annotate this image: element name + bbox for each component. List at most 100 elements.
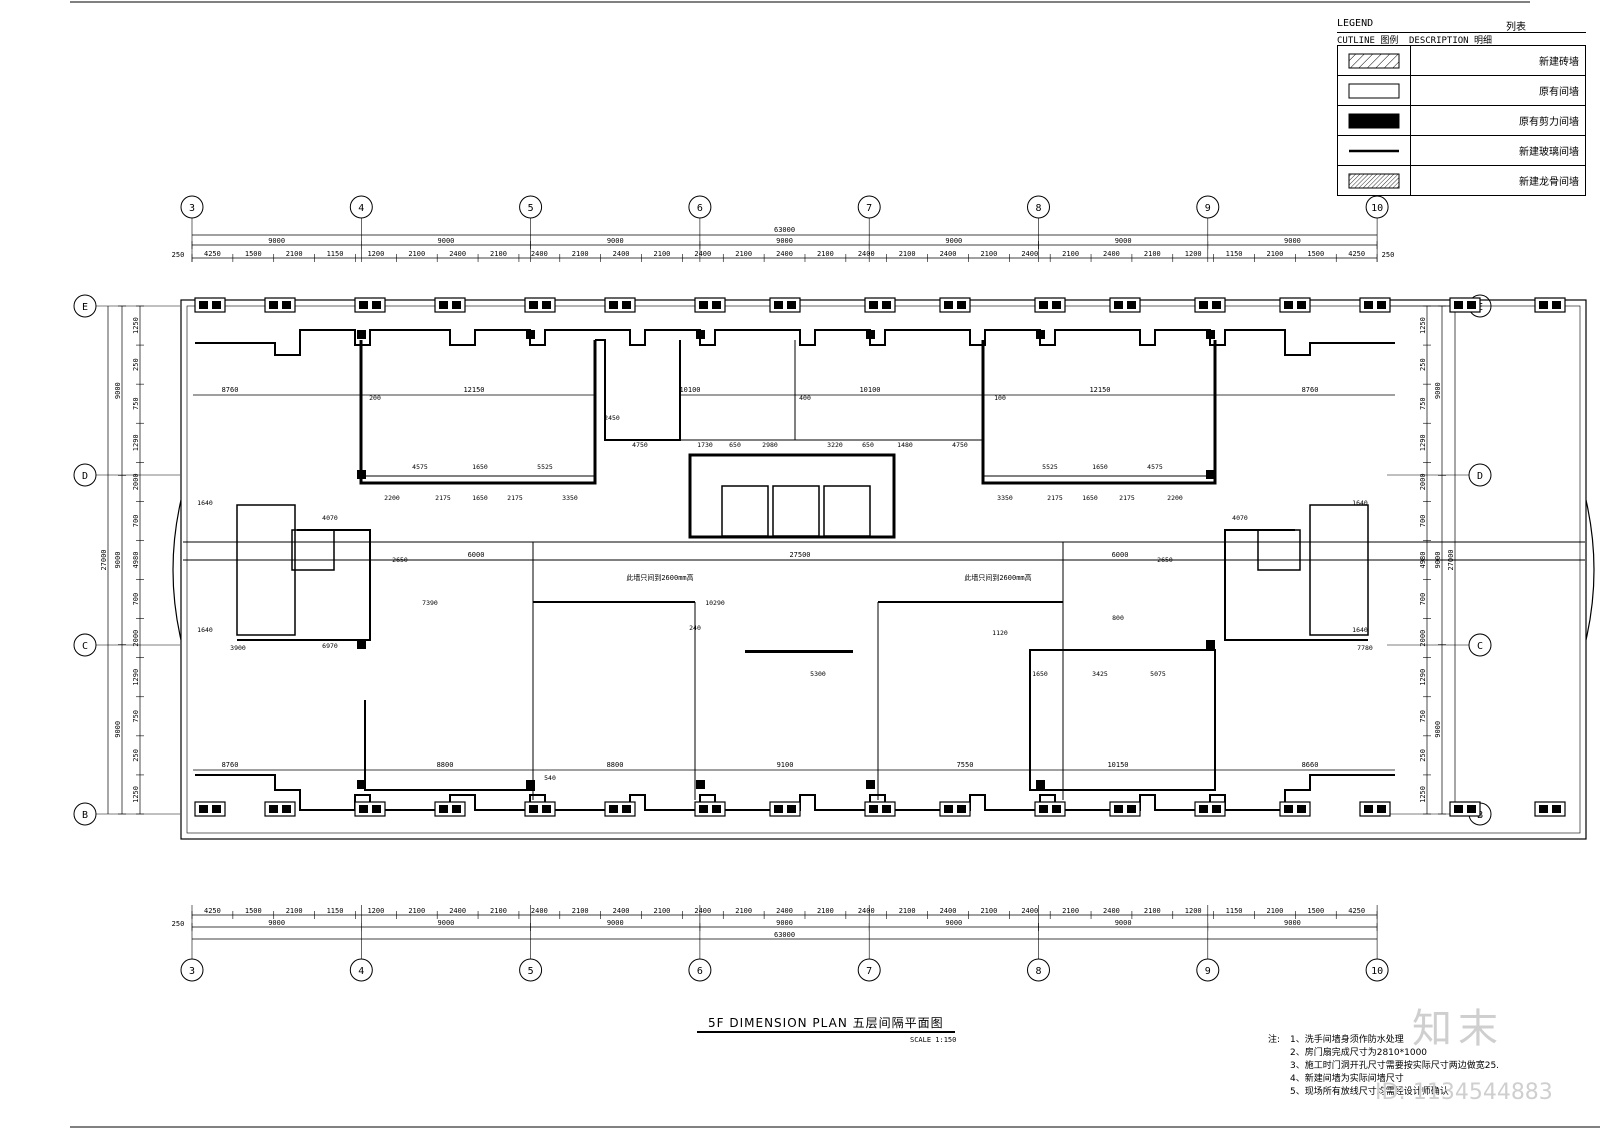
dim-detail-text: 1500 <box>1307 907 1324 915</box>
dim-detail-text: 2100 <box>817 250 834 258</box>
dim-detail-text: 2100 <box>1062 250 1079 258</box>
room-width-label: 8760 <box>1302 386 1319 394</box>
dim-side-bay-text: 9000 <box>1434 382 1442 399</box>
dim-side-detail-text: 750 <box>132 397 140 410</box>
window-pane <box>869 805 878 813</box>
window-pane <box>1114 805 1123 813</box>
window-pane <box>1377 301 1386 309</box>
dimension-label: 4575 <box>1147 463 1163 471</box>
dim-detail-text: 2100 <box>899 907 916 915</box>
dim-side-detail-text: 750 <box>1419 710 1427 723</box>
window-pane <box>439 301 448 309</box>
dim-edge-text: 250 <box>172 251 185 259</box>
dim-detail-text: 1200 <box>1185 250 1202 258</box>
dim-side-detail-text: 700 <box>1419 593 1427 606</box>
dim-detail-text: 2100 <box>735 250 752 258</box>
shear-column <box>1206 640 1215 649</box>
window-pane <box>1297 805 1306 813</box>
shear-column <box>696 330 705 339</box>
grid-label: 8 <box>1035 966 1041 977</box>
legend-row-shear: 原有剪力间墙 <box>1338 106 1585 136</box>
dimension-label: 200 <box>369 394 381 402</box>
shear-column <box>526 780 535 789</box>
window-pane <box>1127 805 1136 813</box>
window-pane <box>882 301 891 309</box>
grid-label: 3 <box>189 203 195 214</box>
legend-heading: LEGEND <box>1337 18 1374 29</box>
room-width-label: 10100 <box>679 386 700 394</box>
dim-side-detail-text: 1250 <box>1419 786 1427 803</box>
note-line: 5、现场所有放线尺寸均需经设计师确认 <box>1290 1087 1449 1097</box>
dim-side-detail-text: 1290 <box>132 669 140 686</box>
dim-detail-text: 4250 <box>1348 250 1365 258</box>
grid-label: 5 <box>528 966 534 977</box>
dim-detail-text: 2400 <box>776 907 793 915</box>
window-pane <box>712 301 721 309</box>
dim-overall-text: 63000 <box>774 931 795 939</box>
grid-label: B <box>82 810 88 821</box>
drawing-scale: SCALE 1:150 <box>910 1036 957 1044</box>
dimension-label: 650 <box>862 441 874 449</box>
dimension-label: 2175 <box>507 494 523 502</box>
dimension-label: 1650 <box>1082 494 1098 502</box>
dim-side-detail-text: 1250 <box>132 786 140 803</box>
dimension-label: 400 <box>799 394 811 402</box>
room-width-label: 7550 <box>957 761 974 769</box>
dim-detail-text: 2400 <box>776 250 793 258</box>
window-pane <box>1377 805 1386 813</box>
dim-detail-text: 2100 <box>408 907 425 915</box>
dim-side-detail-text: 4980 <box>132 552 140 569</box>
window-pane <box>622 805 631 813</box>
note-line: 3、施工时门洞开孔尺寸需要按实际尺寸两边做宽25. <box>1290 1061 1500 1071</box>
window-pane <box>269 301 278 309</box>
dim-side-detail-text: 2000 <box>132 630 140 647</box>
room-width-label: 10150 <box>1107 761 1128 769</box>
window-pane <box>452 805 461 813</box>
dim-side-detail-text: 250 <box>132 358 140 371</box>
window-pane <box>957 301 966 309</box>
shear-column <box>357 640 366 649</box>
shear-column <box>526 330 535 339</box>
dim-detail-text: 2100 <box>654 907 671 915</box>
dim-detail-text: 1150 <box>1226 250 1243 258</box>
legend-label: 新建玻璃间墙 <box>1519 147 1579 158</box>
window-pane <box>1212 805 1221 813</box>
shear-column <box>866 780 875 789</box>
dim-detail-text: 2400 <box>940 907 957 915</box>
dim-side-detail-text: 2000 <box>132 473 140 490</box>
window-pane <box>787 805 796 813</box>
dim-side-detail-text: 700 <box>132 515 140 528</box>
dimension-label: 4070 <box>322 514 338 522</box>
window-pane <box>774 301 783 309</box>
dim-side-bay-text: 9000 <box>1434 721 1442 738</box>
dim-detail-text: 2100 <box>817 907 834 915</box>
wall-height-note: 此墙只间到2600mm高 <box>964 573 1031 582</box>
window-pane <box>1364 805 1373 813</box>
dim-detail-text: 2400 <box>531 250 548 258</box>
dimension-label: 1650 <box>472 494 488 502</box>
dimension-label: 1650 <box>472 463 488 471</box>
dim-detail-text: 2100 <box>654 250 671 258</box>
dim-detail-text: 2400 <box>858 250 875 258</box>
dim-detail-text: 2100 <box>490 250 507 258</box>
dim-side-detail-text: 1290 <box>1419 434 1427 451</box>
window-pane <box>269 805 278 813</box>
dim-side-detail-text: 1290 <box>132 434 140 451</box>
window-pane <box>1364 301 1373 309</box>
dim-bay-text: 9000 <box>268 237 285 245</box>
line-swatch-icon <box>1349 149 1399 152</box>
window-pane <box>1552 805 1561 813</box>
grid-label: 9 <box>1205 966 1211 977</box>
room-width-label: 8760 <box>222 761 239 769</box>
window-pane <box>199 805 208 813</box>
dim-detail-text: 2100 <box>572 907 589 915</box>
shear-column <box>1206 330 1215 339</box>
dim-detail-text: 2400 <box>1103 907 1120 915</box>
dim-detail-text: 2400 <box>694 250 711 258</box>
grid-label: 7 <box>866 966 872 977</box>
window-pane <box>787 301 796 309</box>
window-pane <box>774 805 783 813</box>
dimension-label: 10290 <box>705 599 725 607</box>
dim-side-bay-text: 9000 <box>114 721 122 738</box>
